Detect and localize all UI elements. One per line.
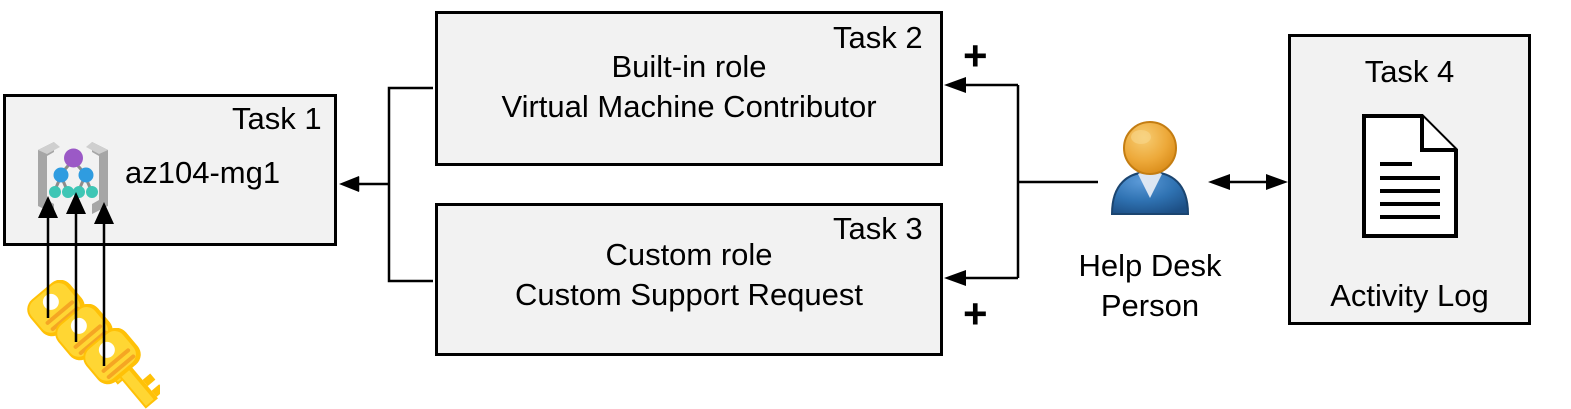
actor-line2: Person (1100, 288, 1200, 323)
task3-line2: Custom Support Request (514, 277, 864, 312)
arrowhead-into-task3 (944, 270, 966, 286)
task1-label: Task 1 (232, 101, 322, 136)
task1-name: az104-mg1 (125, 155, 281, 190)
task2-line1: Built-in role (611, 49, 767, 84)
connector-keys-to-mg (46, 208, 106, 366)
arrowhead-to-activity-log (1266, 174, 1288, 190)
person-icon (1100, 118, 1200, 218)
connector-person-to-roles (963, 83, 1098, 280)
arrowheads-keys-to-mg (38, 192, 114, 224)
task2-line2: Virtual Machine Contributor (501, 89, 877, 124)
task3-line1: Custom role (605, 237, 773, 272)
task2-box[interactable] (435, 11, 943, 166)
actor-line1: Help Desk (1078, 248, 1222, 283)
plus-top-operator: + (963, 32, 988, 79)
task2-label: Task 2 (833, 20, 923, 55)
arrowhead-to-person (1208, 174, 1230, 190)
arrowhead-into-task1 (339, 176, 359, 192)
task3-label: Task 3 (833, 211, 923, 246)
arrowhead-into-task2 (944, 77, 966, 93)
task4-label: Task 4 (1364, 54, 1455, 89)
document-icon (1360, 112, 1460, 240)
key-icon-3 (78, 327, 165, 409)
plus-bottom-operator: + (963, 290, 988, 337)
task4-caption: Activity Log (1330, 278, 1489, 313)
task3-box[interactable] (435, 203, 943, 356)
management-group-icon (30, 132, 122, 220)
